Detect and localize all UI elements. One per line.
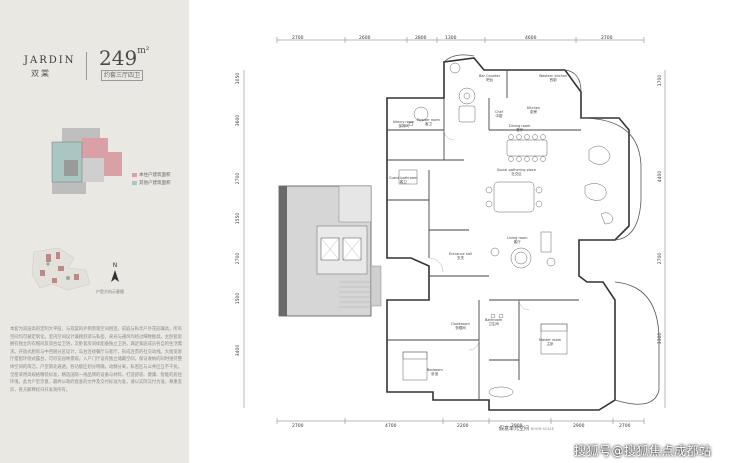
legend-label: 本住户建筑面积 — [139, 173, 171, 178]
unit-area: 249m² — [99, 46, 149, 70]
north-arrow-icon — [111, 270, 119, 282]
compass: N — [109, 262, 121, 282]
legend-other-unit: 其他户建筑面积 — [132, 180, 171, 186]
dim-left: 1050 — [236, 72, 242, 85]
info-sidebar: JARDIN 双棠 249m² 约套三厅四卫 本住户建筑面积 其他户建筑面积 N… — [0, 0, 189, 463]
dim-top: 1300 — [445, 36, 457, 41]
room-name-cn: 客厅 — [513, 240, 521, 244]
brand-name-en: JARDIN — [24, 55, 76, 66]
room-name: Nanny room — [393, 120, 415, 124]
room-name-cn: 主卧 — [546, 342, 554, 346]
room-name-cn: 中厨 — [495, 114, 503, 118]
room-name: Powder room — [417, 118, 440, 122]
room-name: Entrance hall — [449, 252, 473, 256]
unit-layout: 约套三厅四卫 — [101, 70, 144, 81]
dim-left: 1550 — [236, 212, 242, 225]
room-name: Western kitchen — [539, 74, 568, 78]
room-name-cn: 玄关 — [457, 256, 465, 260]
site-plan-thumbnail — [31, 247, 91, 291]
dim-right: 2700 — [658, 252, 664, 265]
room-name: Living room — [507, 236, 528, 240]
room-name: Bar Counter — [479, 74, 501, 78]
room-name-cn: 客卫 — [399, 180, 407, 184]
dim-top: 2600 — [359, 36, 371, 41]
watermark: 搜狐号@搜狐焦点成都站 — [574, 444, 712, 458]
brand-name-cn: 双棠 — [31, 69, 51, 78]
room-name: Bathroom — [485, 318, 503, 322]
compass-letter: N — [112, 262, 118, 269]
dim-bottom: 2700 — [619, 424, 631, 429]
dim-top: 2700 — [601, 36, 613, 41]
room-name-cn: 卧室 — [431, 372, 439, 376]
dim-left: 3400 — [236, 344, 242, 357]
room-name-cn: 客卫 — [424, 122, 432, 126]
dim-top: 2800 — [415, 36, 427, 41]
room-name: Kitchen — [527, 106, 541, 110]
unit-description: 本套为双层高的定制大平层，与双棠的外侧景观空间相连，前庭与私享户外花园兼具，所有… — [10, 327, 182, 393]
dim-bottom: 2700 — [292, 424, 304, 429]
dim-bottom: 2900 — [573, 424, 585, 429]
room-name-cn: 西厨 — [549, 78, 557, 82]
floor-plan-drawing — [243, 37, 666, 424]
room-name-cn: 厨房 — [530, 110, 538, 114]
dim-left: 3600 — [236, 114, 242, 127]
legend-own-unit: 本住户建筑面积 — [132, 172, 171, 178]
dim-top: 2700 — [292, 36, 304, 41]
dim-bottom: 2900 — [511, 424, 523, 429]
legend-swatch — [132, 172, 137, 177]
room-name-cn: 卫生间 — [488, 322, 499, 326]
caption-cn: 假意单元空间 — [499, 426, 530, 432]
room-name: Chef — [495, 110, 504, 114]
legend-swatch — [132, 180, 137, 185]
dim-left: 1500 — [236, 292, 242, 305]
room-name: Guest bathroom — [389, 176, 418, 180]
room-name: Social gathering place — [497, 168, 536, 172]
dim-left: 2700 — [236, 252, 242, 265]
room-name-cn: 吧台 — [486, 78, 494, 82]
room-name-cn: 餐厅 — [516, 128, 524, 132]
room-name-cn: 保姆间 — [398, 124, 409, 128]
caption-sub: ROOM SCALE — [530, 427, 554, 431]
dim-bottom: 2200 — [457, 424, 469, 429]
dim-right: 4400 — [658, 170, 664, 183]
compass-note: 户型方向示意图 — [96, 289, 124, 294]
room-name-cn: 衣帽间 — [455, 326, 466, 330]
plan-caption: 假意单元空间 ROOM SCALE — [499, 425, 554, 432]
dim-left: 2700 — [236, 172, 242, 185]
divider — [86, 52, 87, 80]
dim-right: 3300 — [658, 332, 664, 345]
key-plan-thumbnail — [51, 128, 122, 194]
room-name: Cloakroom — [451, 322, 470, 326]
room-name: Bedroom — [427, 368, 443, 372]
legend-label: 其他户建筑面积 — [139, 181, 171, 186]
dim-top: 4600 — [525, 36, 537, 41]
room-name: Master room — [539, 338, 562, 342]
room-name-cn: 社交区 — [511, 172, 522, 176]
dim-right: 1700 — [658, 74, 664, 87]
area-unit: m² — [137, 46, 150, 56]
dim-bottom: 4700 — [385, 424, 397, 429]
area-value: 249 — [99, 46, 138, 70]
room-name: Dining room — [509, 124, 531, 128]
floor-plan: 2700 2600 2800 1300 4600 2700 2700 4700 … — [189, 0, 740, 463]
